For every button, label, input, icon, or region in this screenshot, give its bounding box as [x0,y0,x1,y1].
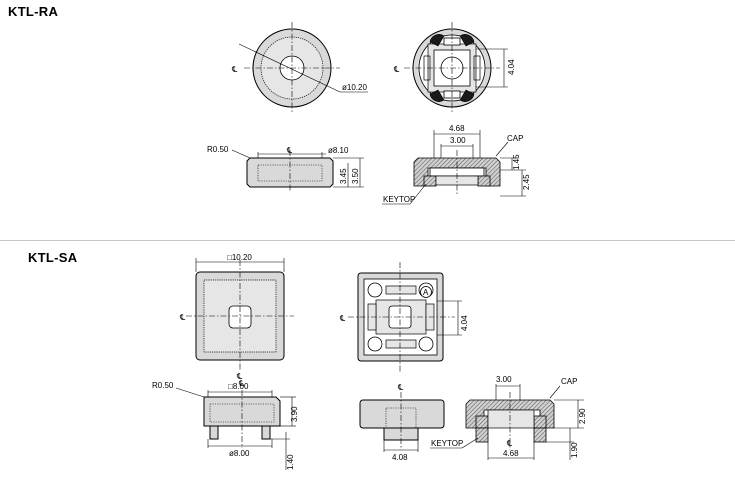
sa-label-keytop: KEYTOP [431,439,463,448]
sa-bottom-view: A ℄ 4.04 [339,262,469,372]
ra-dim-145: 1.45 [512,154,521,170]
ra-dim-245: 2.45 [522,174,531,190]
ra-dim-404: 4.04 [507,59,516,75]
ra-label-cap: CAP [507,134,523,143]
ra-label-keytop: KEYTOP [383,195,415,204]
ra-top-view: ℄ ø10.20 [231,22,368,114]
section-divider [0,240,735,241]
sa-dim-300: 3.00 [496,375,512,384]
sa-top-centerline-label-bottom: ℄ [236,372,243,381]
sa-top-view: □10.20 ℄ ℄ [179,253,294,381]
sa-dim-390: 3.90 [290,406,299,422]
sa-dim-140: 1.40 [286,454,295,470]
sa-front-centerline-label: ℄ [397,383,404,392]
ra-side-view: R0.50 ℄ ø8.10 3.45 3.50 [207,145,364,192]
ra-dim-dia-810: ø8.10 [328,146,349,155]
sa-dim-408: 4.08 [392,453,408,462]
sa-dim-dia-800: ø8.00 [229,449,250,458]
sa-section-centerline-label: ℄ [506,439,513,448]
sa-dim-sq-800: □8.00 [228,382,249,391]
section-title-ktl-ra: KTL-RA [8,4,59,19]
sa-section-view: 3.00 CAP 2.90 KEYTOP ℄ 4.68 1.90 [430,375,587,460]
ra-dim-350: 3.50 [351,168,360,184]
ra-side-centerline-label: ℄ [286,146,293,155]
sa-top-centerline-label-left: ℄ [179,313,186,322]
sa-side-view: R0.50 □8.00 ℄ 3.90 ø8.00 1.40 [152,379,299,470]
sa-dim-190: 1.90 [570,442,579,458]
ra-bottom-centerline-label: ℄ [393,65,400,74]
ra-dim-345: 3.45 [339,168,348,184]
ra-dim-dia-outer: ø10.20 [342,83,367,92]
ra-section-view: 4.68 3.00 CAP 1.45 2.45 KEYTOP [382,124,531,205]
ra-dim-468: 4.68 [449,124,465,133]
sa-side-centerline-label: ℄ [238,379,245,388]
sa-dim-404: 4.04 [460,315,469,331]
ra-bottom-view: ℄ 4.04 [393,22,516,114]
section-title-ktl-sa: KTL-SA [28,250,78,265]
sa-dim-468: 4.68 [503,449,519,458]
sa-front-view: ℄ 4.08 [359,383,445,462]
ra-dim-r050: R0.50 [207,145,229,154]
sa-label-cap: CAP [561,377,577,386]
sa-dim-sq-1020: □10.20 [227,253,252,262]
sa-dim-290: 2.90 [578,408,587,424]
ra-top-centerline-label: ℄ [231,65,238,74]
sa-label-circle-a: A [423,288,429,297]
sa-dim-r050: R0.50 [152,381,174,390]
sa-bottom-centerline-label: ℄ [339,314,346,323]
ra-dim-300: 3.00 [450,136,466,145]
